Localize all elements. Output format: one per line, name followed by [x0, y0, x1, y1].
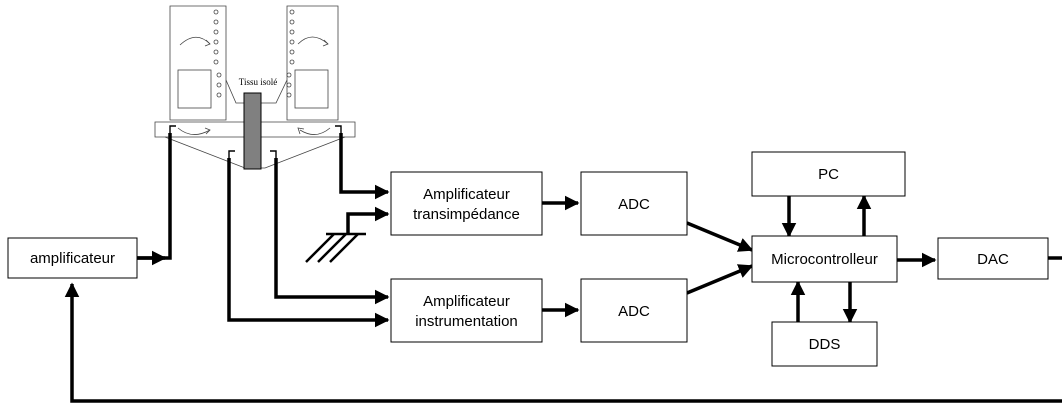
pc-block	[751, 151, 906, 197]
block-labels: amplificateur Amplificateur transimpédan…	[30, 166, 1009, 353]
chamber-left-window	[177, 69, 212, 109]
instrumentation-label-line2: instrumentation	[415, 313, 518, 330]
chamber-ports-right	[286, 9, 295, 98]
tissue-label: Tissu isolé	[239, 77, 277, 87]
wire-chamber-to-transimpedance	[339, 133, 390, 200]
chamber-ports-left	[213, 9, 222, 98]
transimpedance-label-line1: Amplificateur	[423, 186, 510, 203]
dds-label: DDS	[809, 336, 841, 353]
adc-top-block	[580, 171, 688, 236]
wire-electrode-to-instrumentation-lower	[227, 158, 390, 328]
dac-label: DAC	[977, 251, 1009, 268]
microcontroller-block	[751, 235, 898, 283]
adc-bottom-block	[580, 278, 688, 343]
dac-block	[937, 237, 1049, 280]
chamber-right-tower	[286, 5, 339, 121]
adc-top-label: ADC	[618, 196, 650, 213]
amplificateur-label: amplificateur	[30, 250, 115, 267]
ground-icon	[305, 232, 366, 263]
wire-electrode-to-instrumentation-upper	[274, 158, 390, 305]
instrumentation-block	[390, 278, 543, 343]
pc-label: PC	[818, 166, 839, 183]
transimpedance-block	[390, 171, 543, 236]
electrode-marks	[169, 125, 342, 158]
wire-adc-top-to-microcontroller	[686, 221, 754, 252]
wire-adc-bottom-to-microcontroller	[686, 264, 754, 295]
chamber-left-tower	[169, 5, 227, 121]
flow-arrow-icons	[177, 36, 331, 135]
signal-wires	[64, 133, 1062, 403]
chamber-ledge	[154, 121, 356, 138]
microcontroller-label: Microcontrolleur	[771, 251, 878, 268]
tissue-sample	[243, 92, 262, 170]
transimpedance-label-line2: transimpédance	[413, 206, 520, 223]
dds-block	[771, 321, 878, 367]
chamber-right-window	[294, 69, 329, 109]
wire-feedback-to-amplificateur	[64, 282, 1062, 403]
amplificateur-block	[7, 237, 138, 279]
wire-amplificateur-to-chamber	[137, 133, 172, 260]
wire-ground-to-transimpedance	[346, 206, 390, 234]
instrumentation-label-line1: Amplificateur	[423, 293, 510, 310]
adc-bottom-label: ADC	[618, 303, 650, 320]
